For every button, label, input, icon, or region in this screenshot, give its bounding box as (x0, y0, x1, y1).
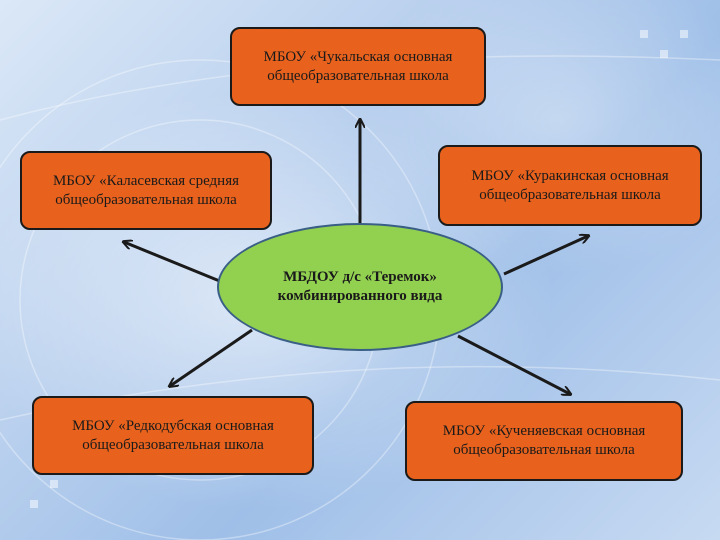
school-label: МБОУ «Редкодубская основная общеобразова… (72, 417, 274, 453)
school-box-right-top: МБОУ «Куракинская основная общеобразоват… (438, 145, 702, 226)
school-box-left-top: МБОУ «Каласевская средняя общеобразовате… (20, 151, 272, 230)
arrow-to-left-top (124, 242, 223, 284)
center-node: МБДОУ д/с «Теремок» комбинированного вид… (217, 223, 503, 351)
school-box-right-bottom: МБОУ «Кученяевская основная общеобразова… (405, 401, 683, 481)
arrow-to-right-top (503, 236, 588, 276)
school-label: МБОУ «Каласевская средняя общеобразовате… (52, 172, 240, 208)
school-box-top: МБОУ «Чукальская основная общеобразовате… (230, 27, 486, 106)
center-title: МБДОУ д/с «Теремок» комбинированного вид… (277, 269, 443, 304)
arrow-to-left-bottom (170, 328, 253, 386)
arrow-to-right-bottom (457, 334, 570, 394)
school-label: МБОУ «Чукальская основная общеобразовате… (263, 48, 453, 84)
school-label: МБОУ «Кученяевская основная общеобразова… (442, 423, 646, 458)
school-box-left-bottom: МБОУ «Редкодубская основная общеобразова… (32, 396, 314, 475)
school-label: МБОУ «Куракинская основная общеобразоват… (471, 167, 669, 203)
